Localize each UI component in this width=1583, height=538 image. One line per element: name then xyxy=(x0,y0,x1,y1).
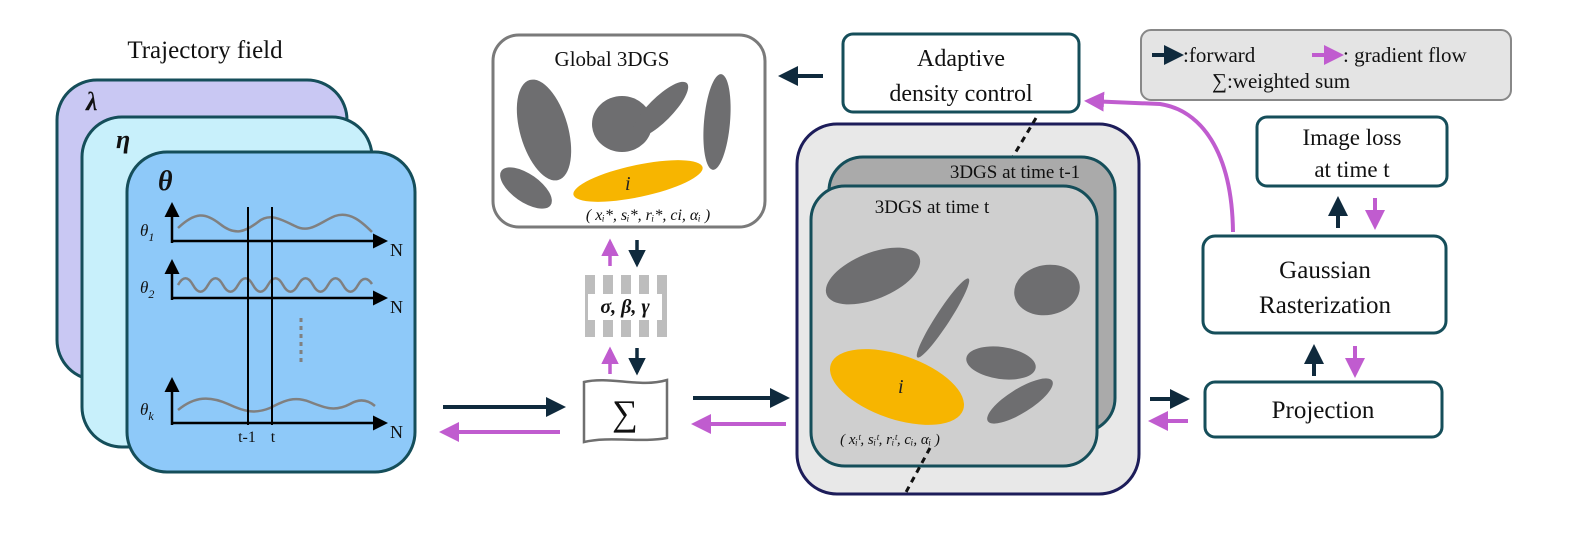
image-loss-box xyxy=(1255,115,1449,188)
rasterization-line2: Rasterization xyxy=(1259,292,1391,319)
thetak-curve xyxy=(177,397,376,413)
gaussian-gray xyxy=(966,346,1036,380)
theta2-axis-end: N xyxy=(390,297,403,317)
gaussian-gray xyxy=(516,79,572,181)
global-params: ( xᵢ*, sᵢ*, rᵢ*, ci, αᵢ ) xyxy=(586,207,710,224)
time-t-title: 3DGS at time t xyxy=(875,197,990,218)
gaussian-gray xyxy=(825,247,921,305)
gaussian-gray xyxy=(987,378,1053,424)
image-loss-line1: Image loss xyxy=(1302,125,1401,150)
theta2-label: θ2 xyxy=(140,278,154,301)
legend-gradient-text: : gradient flow xyxy=(1343,43,1467,67)
legend-box xyxy=(1140,29,1512,101)
theta1-axis-end: N xyxy=(390,240,403,260)
weighted-sum-box xyxy=(582,378,669,444)
gaussian-yellow xyxy=(829,349,965,425)
time-gaussian-i-label: i xyxy=(898,376,904,398)
theta-symbol: θ xyxy=(158,166,173,197)
rasterization-line1: Gaussian xyxy=(1279,257,1371,284)
projection-box xyxy=(1203,380,1444,439)
time-t-panel xyxy=(809,184,1099,468)
time-label-prev: t-1 xyxy=(238,429,256,446)
theta1-curve xyxy=(177,213,373,233)
time-params: ( xᵢᵗ, sᵢᵗ, rᵢᵗ, cᵢ, αᵢ ) xyxy=(840,432,940,448)
trajectory-field-title: Trajectory field xyxy=(127,37,283,64)
adaptive-density-control-box xyxy=(841,32,1081,114)
adc-line2: density control xyxy=(889,81,1033,107)
projection-label: Projection xyxy=(1272,397,1375,424)
mlp-label: σ, β, γ xyxy=(600,296,650,318)
gaussian-yellow xyxy=(573,160,703,202)
gaussian-gray xyxy=(631,81,689,139)
theta1-label: θ1 xyxy=(140,221,154,244)
dashed-divider-bottom xyxy=(903,447,932,495)
gaussian-gray xyxy=(1014,264,1080,316)
eta-symbol: η xyxy=(116,125,130,154)
gaussian-rasterization-box xyxy=(1201,234,1448,335)
adc-line1: Adaptive xyxy=(917,46,1005,72)
thetak-axis-end: N xyxy=(390,422,403,442)
gaussian-i-label: i xyxy=(625,173,631,195)
gradient-curve-to-adc xyxy=(1084,91,1235,233)
theta2-curve xyxy=(176,277,374,293)
thetak-label: θk xyxy=(140,400,154,423)
time-t-1-title: 3DGS at time t-1 xyxy=(950,162,1080,183)
legend-sum-text: ∑:weighted sum xyxy=(1212,69,1350,93)
time-label-cur: t xyxy=(271,429,276,446)
gaussian-gray xyxy=(500,167,552,209)
mlp-label-bg xyxy=(588,294,662,320)
legend-forward-text: :forward xyxy=(1183,43,1256,67)
lambda-symbol: λ xyxy=(85,87,98,116)
gaussian-gray xyxy=(916,278,970,358)
gaussian-gray xyxy=(703,74,731,170)
weighted-sum-symbol: ∑ xyxy=(612,393,638,433)
image-loss-line2: at time t xyxy=(1314,157,1390,182)
global-3dgs-title: Global 3DGS xyxy=(555,47,670,71)
